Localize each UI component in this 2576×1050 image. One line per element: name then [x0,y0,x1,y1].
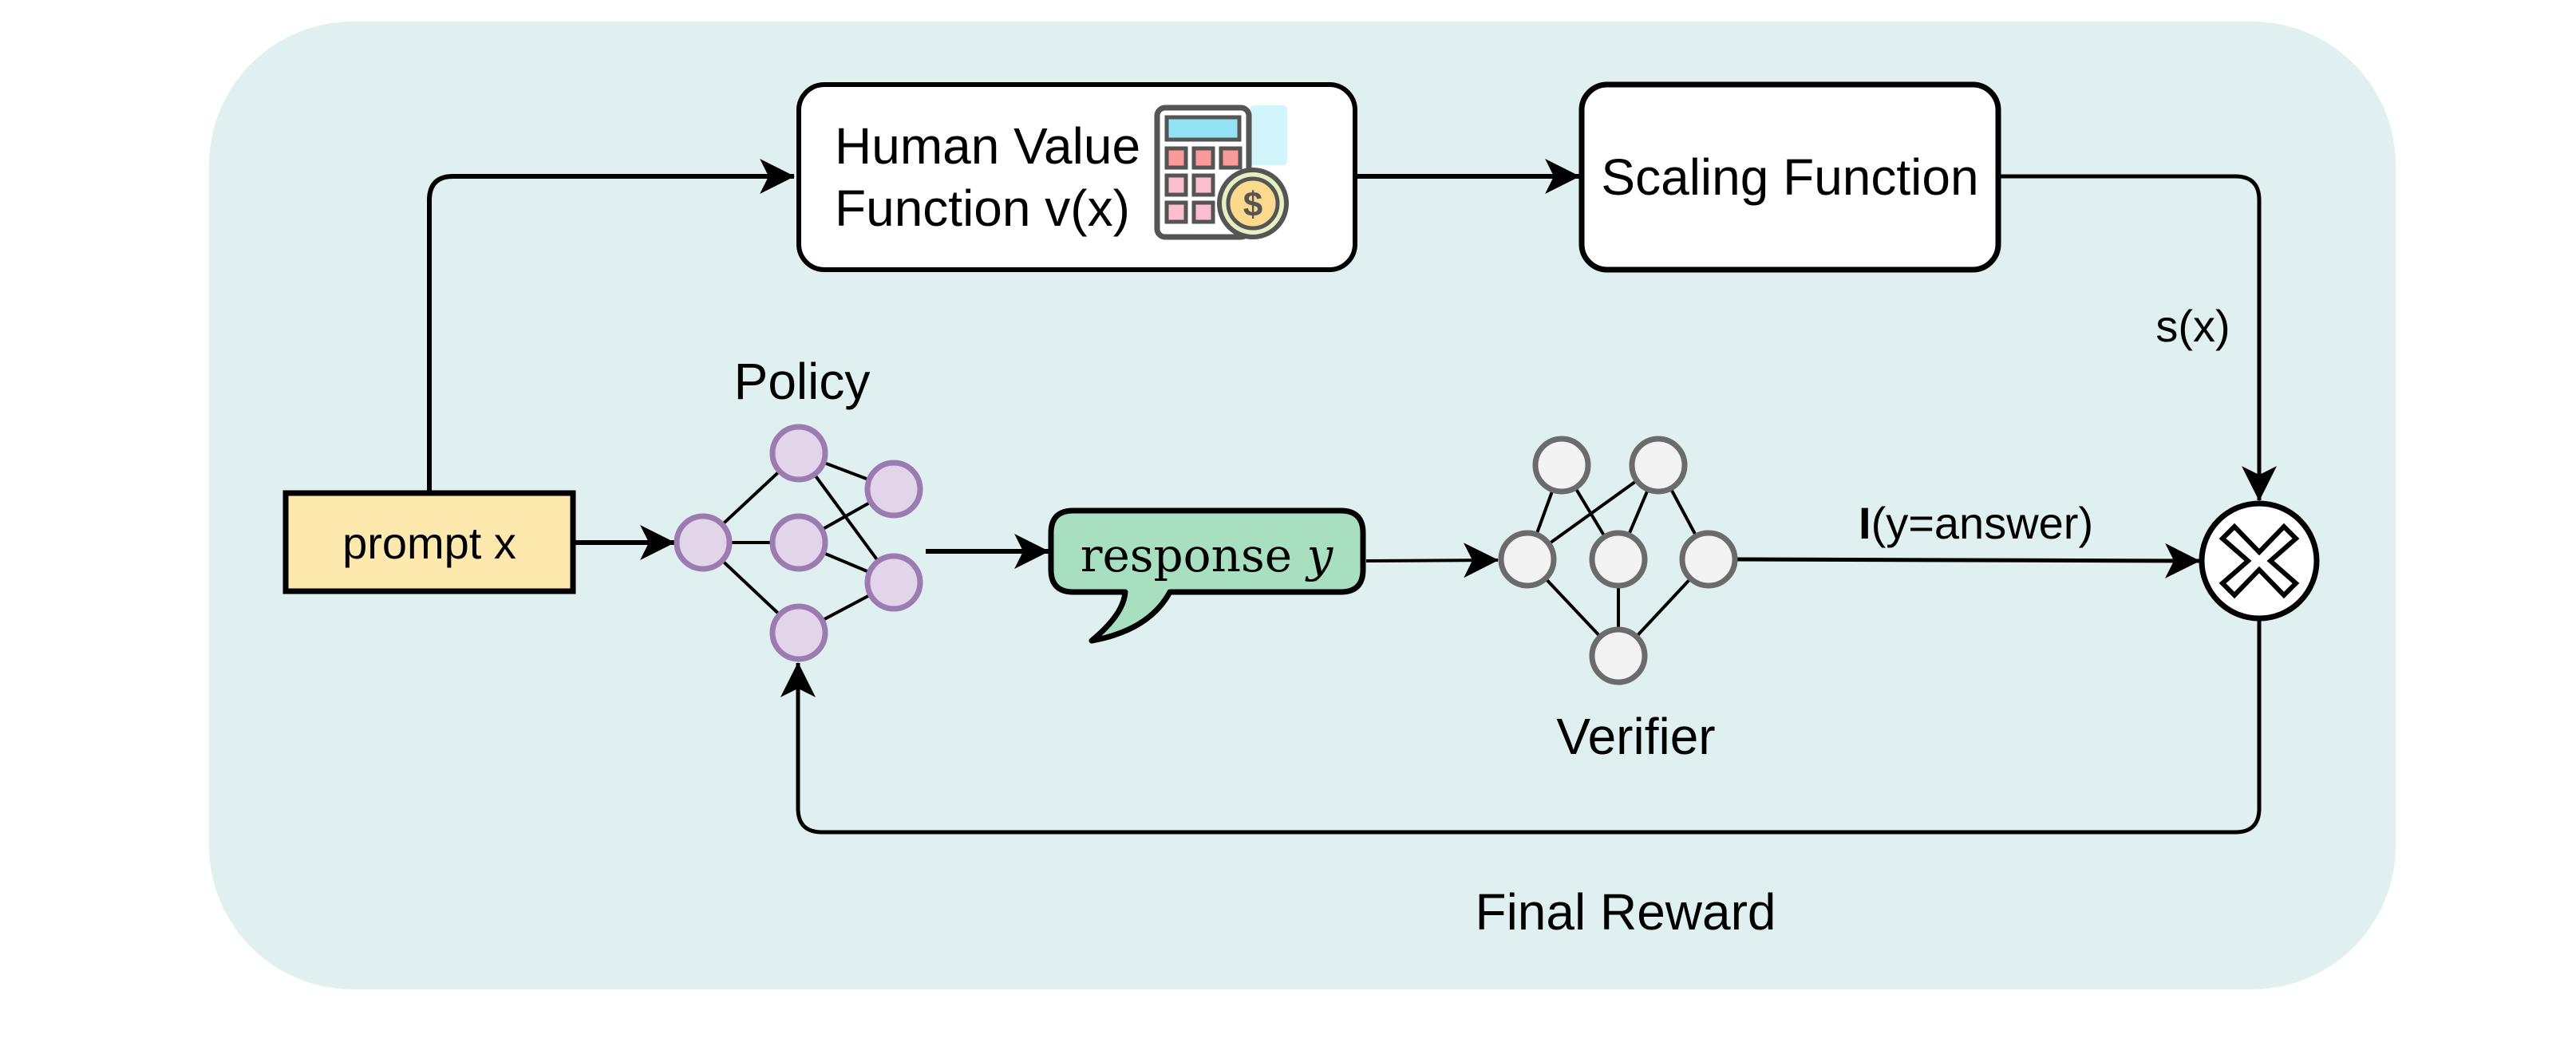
edge-verifier-to-multiply [1736,543,2201,578]
multiply-icon [2218,523,2300,599]
verifier-network [1498,436,1738,685]
human-value-function-box: Human Value Function v(x) $ [796,82,1357,272]
policy-node [769,424,828,483]
prompt-box: prompt x [282,490,576,594]
policy-network [674,424,923,662]
verifier-node [1589,530,1648,589]
verifier-node [1679,530,1738,589]
verifier-node [1589,626,1648,685]
response-bubble: response y [1048,507,1366,644]
prompt-label: prompt x [342,518,516,568]
verifier-node [1498,530,1557,589]
policy-node [674,513,733,572]
policy-node [864,460,923,519]
verifier-node [1629,436,1688,495]
edge-scaling-to-multiply [2000,174,2277,502]
scaling-function-box: Scaling Function [1578,81,2001,273]
scaling-function-label: Scaling Function [1601,148,1978,206]
human-value-label-line2: Function v(x) [835,180,1130,237]
human-value-label-line1: Human Value [835,117,1140,175]
response-label: response y [1081,528,1334,582]
edge-prompt-to-human-value [427,159,796,491]
svg-text:$: $ [1243,185,1262,224]
edge-feedback-loop [780,620,2262,835]
verifier-label: Verifier [1556,708,1715,765]
calculator-coin-icon: $ [1154,105,1289,240]
policy-node [769,603,828,662]
verifier-node [1532,436,1591,495]
verifier-output-label: I(y=answer) [1859,498,2093,548]
final-reward-label: Final Reward [1475,883,1776,941]
edge-response-to-verifier [1365,543,1499,578]
multiply-node [2199,500,2320,622]
scaling-output-label: s(x) [2155,301,2230,351]
policy-node [864,553,923,612]
policy-label: Policy [734,353,871,410]
policy-node [769,513,828,572]
